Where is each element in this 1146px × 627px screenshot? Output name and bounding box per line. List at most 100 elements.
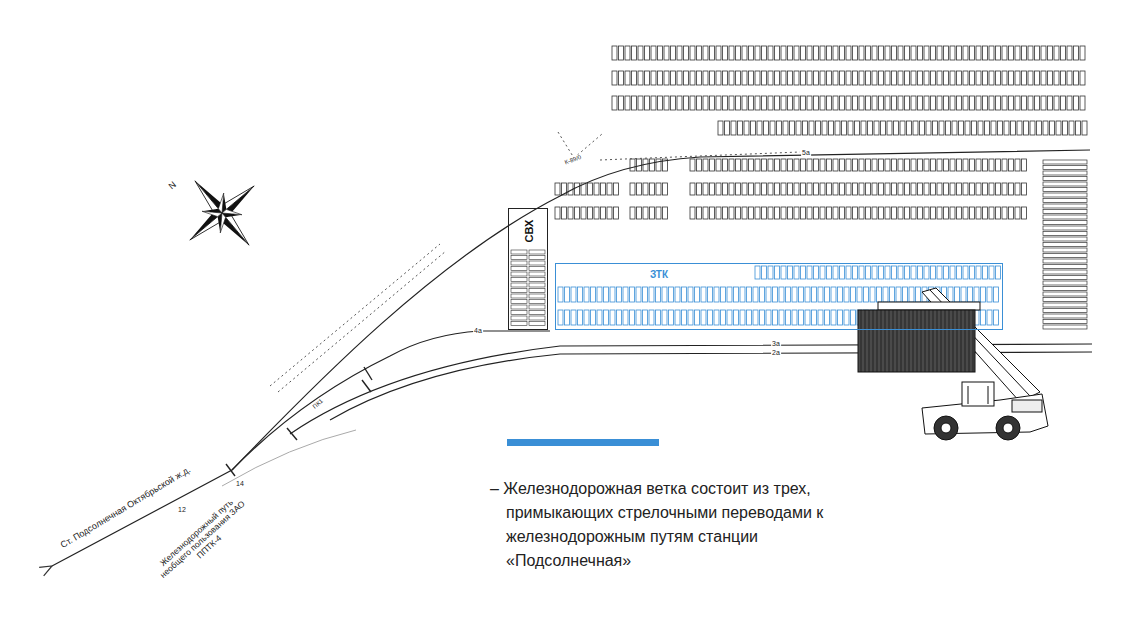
container — [529, 316, 545, 320]
container — [751, 121, 756, 135]
container-row — [690, 183, 1027, 195]
container — [617, 287, 622, 302]
container — [801, 159, 806, 171]
container — [651, 46, 656, 60]
container — [827, 96, 832, 110]
container — [1043, 254, 1087, 258]
container — [1043, 248, 1087, 252]
container — [755, 266, 760, 279]
container — [625, 71, 630, 85]
container — [894, 121, 899, 135]
container — [669, 287, 674, 302]
container — [950, 159, 955, 171]
container — [1043, 281, 1087, 285]
container — [898, 71, 903, 85]
container — [762, 159, 767, 171]
container — [983, 46, 988, 60]
container — [610, 310, 615, 325]
container — [529, 256, 545, 260]
container — [907, 121, 912, 135]
container — [636, 310, 641, 325]
container — [866, 266, 871, 279]
container — [855, 121, 860, 135]
container — [957, 207, 962, 219]
container — [996, 159, 1001, 171]
container — [892, 266, 897, 279]
container — [996, 96, 1001, 110]
container — [1002, 207, 1007, 219]
container — [697, 159, 702, 171]
container — [770, 121, 775, 135]
container — [729, 46, 734, 60]
container — [911, 266, 916, 279]
container — [777, 121, 782, 135]
container — [773, 287, 778, 302]
container — [768, 266, 773, 279]
container — [991, 121, 996, 135]
container — [781, 266, 786, 279]
container — [511, 256, 527, 260]
container — [827, 159, 832, 171]
container — [565, 310, 570, 325]
container — [809, 121, 814, 135]
container — [625, 96, 630, 110]
container — [814, 71, 819, 85]
container — [612, 96, 617, 110]
container — [944, 159, 949, 171]
container — [727, 287, 732, 302]
container — [637, 183, 642, 195]
container — [529, 278, 545, 282]
container — [864, 287, 869, 302]
container — [955, 287, 960, 302]
container — [684, 96, 689, 110]
container — [697, 96, 702, 110]
container — [961, 287, 966, 302]
container — [905, 266, 910, 279]
container — [911, 207, 916, 219]
container — [905, 46, 910, 60]
container — [697, 71, 702, 85]
container — [1082, 121, 1087, 135]
container — [1074, 46, 1079, 60]
container — [716, 46, 721, 60]
container — [816, 121, 821, 135]
container — [721, 287, 726, 302]
container — [981, 287, 986, 302]
container — [885, 46, 890, 60]
container — [677, 96, 682, 110]
container — [987, 310, 992, 325]
container — [675, 287, 680, 302]
container — [723, 207, 728, 219]
container — [594, 207, 599, 219]
container — [1043, 226, 1087, 230]
container — [931, 207, 936, 219]
container — [695, 287, 700, 302]
container — [753, 287, 758, 302]
container — [775, 207, 780, 219]
container — [658, 46, 663, 60]
container — [820, 96, 825, 110]
container — [1041, 71, 1046, 85]
container — [918, 71, 923, 85]
container — [1067, 71, 1072, 85]
container — [701, 287, 706, 302]
container — [926, 121, 931, 135]
container — [788, 71, 793, 85]
container — [965, 121, 970, 135]
container — [833, 71, 838, 85]
container — [723, 159, 728, 171]
container — [950, 96, 955, 110]
container — [913, 121, 918, 135]
container — [1043, 259, 1087, 263]
container — [645, 46, 650, 60]
container — [844, 310, 849, 325]
container — [1043, 287, 1087, 291]
container — [1009, 207, 1014, 219]
container — [781, 183, 786, 195]
container — [779, 310, 784, 325]
container — [859, 46, 864, 60]
container — [736, 159, 741, 171]
container — [511, 294, 527, 298]
container — [996, 207, 1001, 219]
container — [853, 96, 858, 110]
